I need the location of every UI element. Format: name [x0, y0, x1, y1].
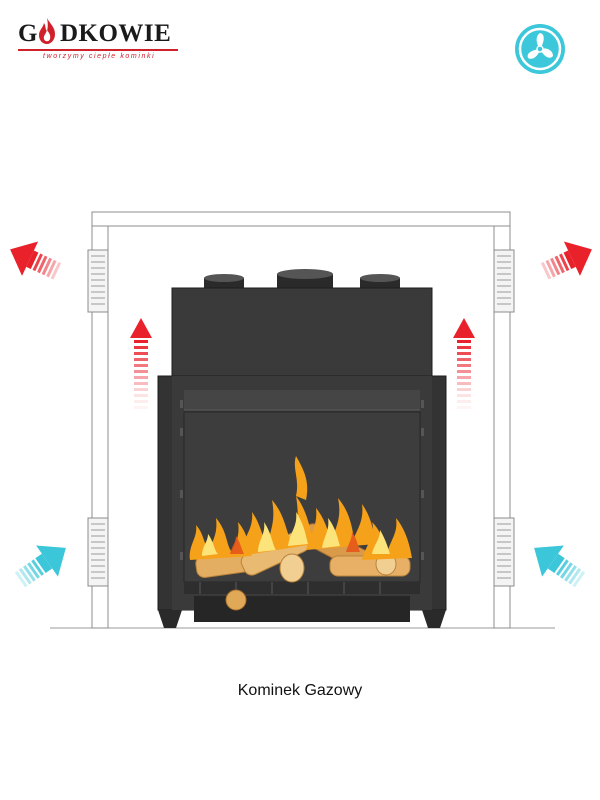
cool-air-inlet-left-arrow	[14, 545, 66, 588]
rising-heat-left-arrow	[130, 318, 152, 409]
cool-air-inlet-right-arrow	[534, 545, 586, 588]
flame-logo-icon	[39, 18, 55, 44]
fan-icon	[515, 24, 565, 74]
hot-air-outlet-left-arrow	[10, 241, 62, 280]
brand-underline	[18, 49, 178, 51]
diagram-caption: Kominek Gazowy	[237, 682, 363, 699]
rising-heat-right-arrow	[453, 318, 475, 409]
upper-right-grille	[493, 249, 515, 313]
lower-left-grille	[87, 517, 109, 587]
flames	[189, 456, 412, 560]
fireplace-diagram	[10, 211, 592, 629]
brand-tagline: tworzymy ciepłe kominki	[43, 53, 156, 60]
hot-air-outlet-right-arrow	[540, 241, 592, 280]
wood-logs	[195, 523, 411, 611]
lower-right-grille	[493, 517, 515, 587]
upper-left-grille	[87, 249, 109, 313]
